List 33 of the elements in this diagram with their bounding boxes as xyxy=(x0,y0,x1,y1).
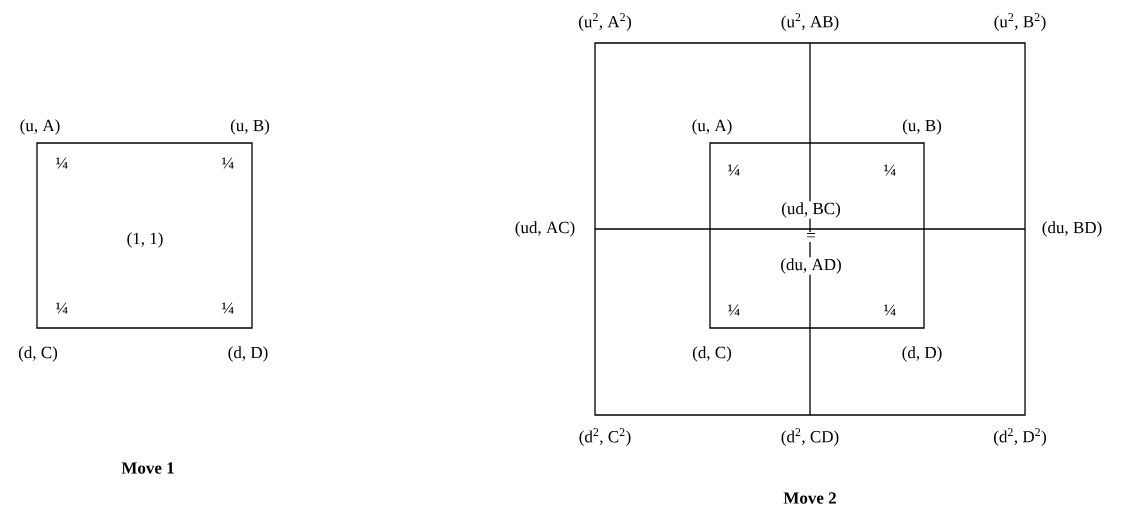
cell-label: ¼ xyxy=(54,156,70,170)
corner-label: (u, B) xyxy=(229,118,271,136)
cell-label: ¼ xyxy=(220,156,236,170)
caption: Move 1 xyxy=(121,462,174,474)
square xyxy=(709,142,925,329)
corner-label: (d$^{2}$, CD) xyxy=(779,427,841,447)
caption: Move 2 xyxy=(783,492,836,504)
corner-label: (u$^{2}$, AB) xyxy=(779,12,841,32)
corner-label: (u$^{2}$, B$^{2}$) xyxy=(992,12,1048,32)
cell-label: ¼ xyxy=(726,163,742,177)
corner-label: (ud, AC) xyxy=(513,220,577,238)
corner-label: (d, D) xyxy=(226,345,270,363)
cell-label: (du, AD) xyxy=(779,257,843,275)
corner-label: (d$^{2}$, D$^{2}$) xyxy=(992,427,1048,447)
cell-label: ¼ xyxy=(882,303,898,317)
cell-label: ¼ xyxy=(54,301,70,315)
square xyxy=(594,42,1026,416)
cell-label: (1, 1) xyxy=(125,231,165,249)
cell-label: ¼ xyxy=(220,301,236,315)
corner-label: (u, B) xyxy=(901,118,943,136)
corner-label: (u, A) xyxy=(690,118,734,136)
cell-label: ¼ xyxy=(882,163,898,177)
corner-label: (u$^{2}$, A$^{2}$) xyxy=(577,12,633,32)
cell-label: = xyxy=(805,232,817,242)
corner-label: (du, BD) xyxy=(1040,220,1104,238)
corner-label: (d, C) xyxy=(17,345,59,363)
corner-label: (u, A) xyxy=(18,118,62,136)
corner-label: (d$^{2}$, C$^{2}$) xyxy=(577,427,633,447)
cell-label: (ud, BC) xyxy=(780,201,842,219)
corner-label: (d, D) xyxy=(900,345,944,363)
square xyxy=(36,142,253,329)
corner-label: (d, C) xyxy=(691,345,733,363)
cell-label: ¼ xyxy=(726,303,742,317)
